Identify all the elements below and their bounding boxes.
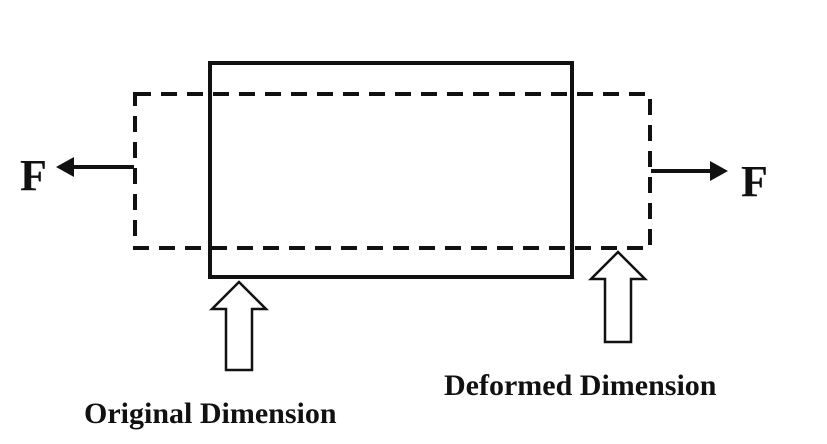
original-rectangle (208, 61, 574, 279)
deformed-rectangle (133, 92, 652, 250)
deformed-pointer-arrow (587, 250, 649, 344)
original-pointer-arrow (208, 280, 270, 372)
deformed-dimension-label: Deformed Dimension (444, 369, 717, 402)
force-label-right: F (741, 157, 768, 206)
left-force-arrow (56, 157, 134, 177)
original-dimension-label: Original Dimension (84, 397, 337, 430)
right-force-arrow (651, 161, 728, 181)
force-label-left: F (20, 151, 47, 200)
